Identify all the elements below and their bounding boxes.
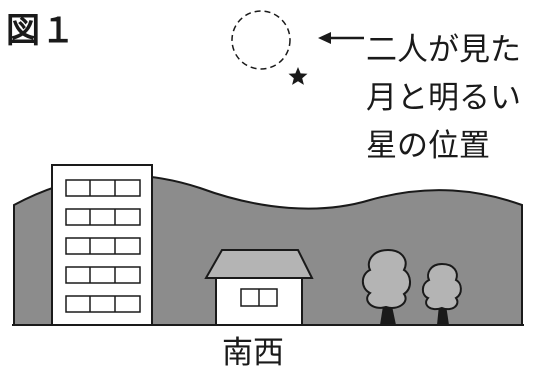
apartment-building (51, 164, 153, 326)
annotation-line: 二人が見た (366, 32, 521, 68)
moon-dashed-circle-icon (231, 10, 291, 70)
direction-label: 南西 (222, 335, 284, 371)
annotation-line: 月と明るい (366, 80, 521, 116)
observation-annotation: 二人が見た 月と明るい 星の位置 (366, 26, 534, 170)
house (204, 249, 314, 326)
house-roof (204, 249, 314, 279)
building-window-row (65, 237, 141, 255)
annotation-line: 星の位置 (366, 128, 490, 164)
building-window-row (65, 295, 141, 313)
tree-large (361, 248, 411, 325)
building-window-row (65, 179, 141, 197)
star-icon (288, 67, 308, 85)
building-window-row (65, 266, 141, 284)
figure-title: 図１ (6, 11, 76, 51)
left-arrow-icon (318, 32, 364, 44)
building-window-row (65, 208, 141, 226)
tree-small (421, 262, 462, 325)
